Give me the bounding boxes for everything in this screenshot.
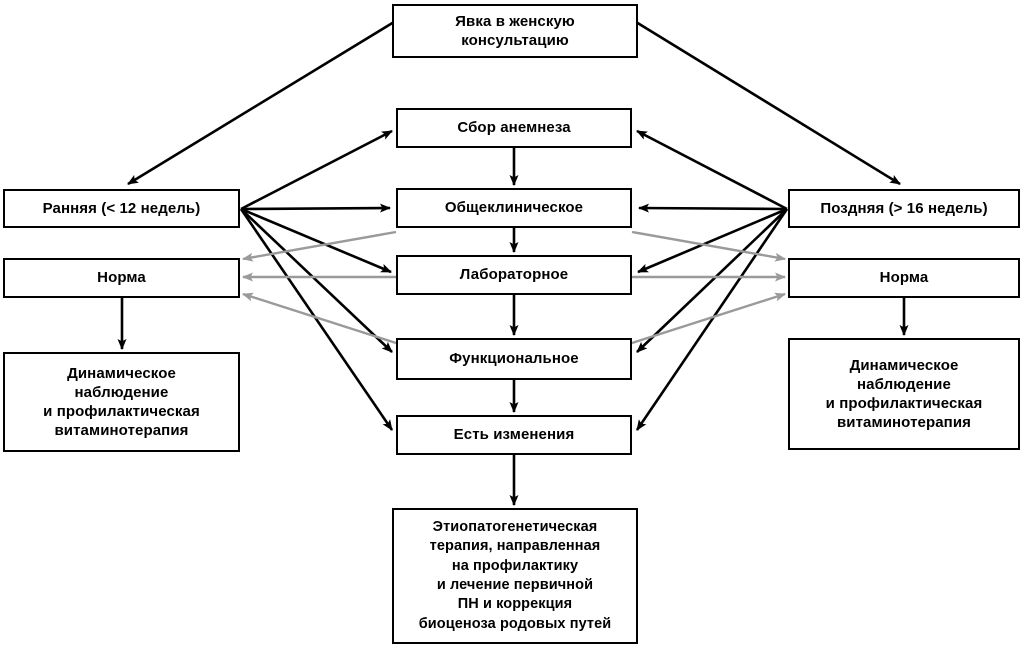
node-dynamic-observation-left[interactable]: Динамическое наблюдение и профилактическ… — [3, 352, 240, 452]
edges-to-norm-right — [631, 230, 786, 345]
edges-early-fanout — [239, 129, 394, 431]
node-anamnesis-label: Сбор анемнеза — [457, 119, 571, 137]
node-therapy[interactable]: Этиопатогенетическая терапия, направленн… — [392, 508, 638, 644]
node-early-label: Ранняя (< 12 недель) — [42, 199, 201, 217]
node-laboratory[interactable]: Лабораторное — [396, 255, 632, 295]
node-dynamic-left-label: Динамическое наблюдение и профилактическ… — [43, 364, 200, 440]
node-norm-right-label: Норма — [879, 269, 929, 287]
node-entry[interactable]: Явка в женскую консультацию — [392, 4, 638, 58]
node-changes-present[interactable]: Есть изменения — [396, 415, 632, 455]
node-norm-left-label: Норма — [97, 269, 146, 287]
node-clinical[interactable]: Общеклиническое — [396, 188, 632, 228]
node-functional[interactable]: Функциональное — [396, 338, 632, 380]
edges-to-norm-left — [242, 230, 397, 345]
node-changes-label: Есть изменения — [453, 426, 575, 444]
node-late-registration[interactable]: Поздняя (> 16 недель) — [788, 189, 1020, 228]
node-functional-label: Функциональное — [449, 350, 579, 368]
node-norm-right[interactable]: Норма — [788, 258, 1020, 298]
node-late-label: Поздняя (> 16 недель) — [820, 199, 988, 217]
node-therapy-label: Этиопатогенетическая терапия, направленн… — [418, 518, 612, 632]
node-laboratory-label: Лабораторное — [459, 266, 569, 284]
node-norm-left[interactable]: Норма — [3, 258, 240, 298]
node-dynamic-right-label: Динамическое наблюдение и профилактическ… — [825, 356, 983, 432]
node-dynamic-observation-right[interactable]: Динамическое наблюдение и профилактическ… — [788, 338, 1020, 450]
node-anamnesis[interactable]: Сбор анемнеза — [396, 108, 632, 148]
edges-late-fanout — [635, 129, 789, 431]
node-early-registration[interactable]: Ранняя (< 12 недель) — [3, 189, 240, 228]
node-entry-label: Явка в женскую консультацию — [455, 12, 575, 49]
node-clinical-label: Общеклиническое — [444, 199, 584, 217]
